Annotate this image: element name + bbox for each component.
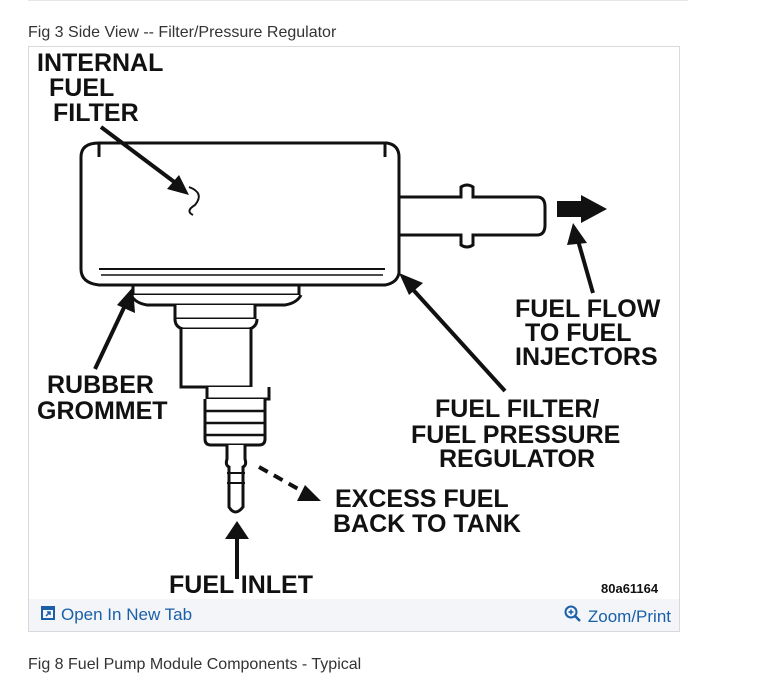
label-fuel-filter-regulator: FUEL FILTER/ FUEL PRESSURE REGULATOR [411,395,627,473]
filter-regulator-diagram: INTERNAL FUEL FILTER RUBBER GROMMET FUEL… [37,49,667,599]
label-internal-fuel-filter: INTERNAL FUEL FILTER [37,49,170,127]
open-new-tab-link[interactable]: Open In New Tab [41,605,192,625]
outlet-nipple [397,183,547,249]
label-fuel-inlet: FUEL INLET [169,571,313,599]
zoom-icon [564,605,582,628]
top-divider [28,0,688,1]
figure-caption: Fig 3 Side View -- Filter/Pressure Regul… [28,24,337,41]
label-rubber-grommet: RUBBER GROMMET [37,371,168,425]
zoom-print-link[interactable]: Zoom/Print [564,605,671,628]
part-number: 80a61164 [601,581,659,596]
figure-footer: Open In New Tab Zoom/Print [29,599,679,631]
label-excess-fuel: EXCESS FUEL BACK TO TANK [333,485,521,538]
filter-body [79,141,401,287]
next-figure-caption: Fig 8 Fuel Pump Module Components - Typi… [28,656,362,673]
label-fuel-flow: FUEL FLOW TO FUEL INJECTORS [515,295,667,371]
rubber-grommet-part [129,285,303,514]
zoom-print-label: Zoom/Print [587,606,671,626]
figure-container: INTERNAL FUEL FILTER RUBBER GROMMET FUEL… [28,46,680,632]
filter-symbol [188,186,200,216]
open-new-tab-icon [41,605,55,625]
open-new-tab-label: Open In New Tab [61,605,193,624]
leader-arrows [93,125,607,579]
